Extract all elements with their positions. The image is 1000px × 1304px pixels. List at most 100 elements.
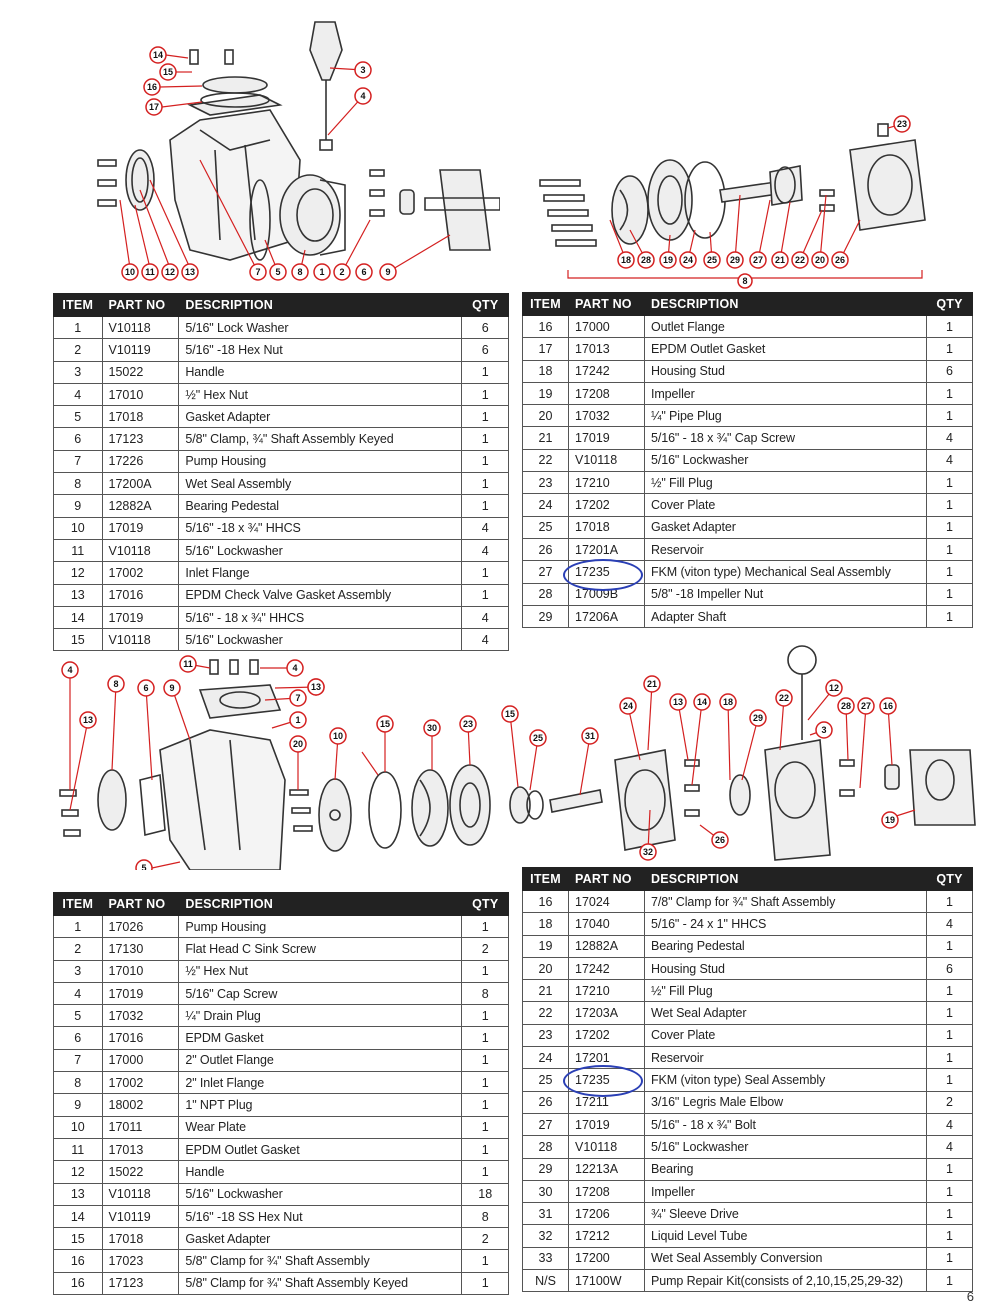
cell-description: 5/16" - 24 x 1" HHCS bbox=[644, 912, 927, 936]
callout-bubble: 15 bbox=[159, 63, 177, 81]
cell-qty: 4 bbox=[926, 426, 973, 450]
cell-part-no: 17200 bbox=[568, 1246, 645, 1271]
cell-qty: 1 bbox=[461, 427, 509, 451]
callout-bubble: 10 bbox=[329, 727, 347, 745]
cell-part-no: 17040 bbox=[568, 912, 645, 936]
cell-qty: 1 bbox=[926, 560, 973, 584]
callout-bubble: 16 bbox=[879, 697, 897, 715]
cell-item: 33 bbox=[522, 1246, 569, 1271]
cell-description: Bearing Pedestal bbox=[644, 934, 927, 958]
cell-part-no: V10118 bbox=[101, 1182, 180, 1206]
cell-item: 8 bbox=[53, 472, 103, 496]
cell-item: 17 bbox=[522, 337, 569, 361]
callout-bubble: 4 bbox=[286, 659, 304, 677]
cell-qty: 6 bbox=[926, 359, 973, 383]
cell-qty: 1 bbox=[461, 449, 509, 474]
cell-description: 5/16" Lockwasher bbox=[644, 448, 927, 473]
cell-description: Inlet Flange bbox=[178, 561, 463, 585]
cell-description: Housing Stud bbox=[644, 359, 927, 383]
callout-label: 14 bbox=[697, 697, 707, 707]
cell-item: 32 bbox=[522, 1224, 569, 1248]
callout-label: 13 bbox=[185, 267, 195, 277]
callout-label: 17 bbox=[149, 102, 159, 112]
cell-description: Wet Seal Adapter bbox=[644, 1001, 927, 1025]
cell-description: 7/8" Clamp for ¾" Shaft Assembly bbox=[644, 889, 927, 914]
cell-item: 25 bbox=[522, 515, 569, 539]
callout-label: 18 bbox=[621, 255, 631, 265]
cell-part-no: 17016 bbox=[101, 583, 180, 607]
cell-qty: 1 bbox=[461, 1071, 509, 1095]
callout-bubble: 24 bbox=[679, 251, 697, 269]
header-part-no: PART NO bbox=[101, 892, 180, 916]
callout-label: 4 bbox=[67, 665, 72, 675]
header-description: DESCRIPTION bbox=[178, 892, 463, 916]
cell-item: 19 bbox=[522, 934, 569, 958]
cell-description: FKM (viton type) Seal Assembly bbox=[644, 1068, 927, 1092]
cell-item: 11 bbox=[53, 538, 103, 563]
callout-label: 25 bbox=[533, 733, 543, 743]
callout-label: 32 bbox=[643, 847, 653, 857]
header-part-no: PART NO bbox=[568, 867, 645, 891]
cell-part-no: 17002 bbox=[101, 1071, 180, 1095]
cell-description: 5/16" Cap Screw bbox=[178, 981, 463, 1006]
callout-bubble: 21 bbox=[643, 675, 661, 693]
cell-qty: 1 bbox=[461, 494, 509, 518]
callout-label: 26 bbox=[715, 835, 725, 845]
cell-qty: 1 bbox=[926, 515, 973, 539]
cell-qty: 1 bbox=[461, 561, 509, 585]
cell-qty: 1 bbox=[926, 537, 973, 562]
callout-label: 16 bbox=[147, 82, 157, 92]
cell-item: 13 bbox=[53, 583, 103, 607]
cell-item: 2 bbox=[53, 338, 103, 362]
callout-bubble: 10 bbox=[121, 263, 139, 281]
cell-part-no: 17019 bbox=[101, 605, 180, 630]
cell-item: 18 bbox=[522, 912, 569, 936]
cell-description: EPDM Gasket bbox=[178, 1026, 463, 1050]
cell-part-no: 17202 bbox=[568, 1023, 645, 1048]
cell-qty: 2 bbox=[461, 1227, 509, 1251]
cell-qty: 6 bbox=[926, 956, 973, 981]
callout-label: 29 bbox=[753, 713, 763, 723]
cell-qty: 1 bbox=[926, 1001, 973, 1025]
callout-label: 7 bbox=[295, 693, 300, 703]
cell-part-no: 17016 bbox=[101, 1026, 180, 1050]
cell-part-no: V10118 bbox=[101, 538, 180, 563]
cell-item: 3 bbox=[53, 959, 103, 983]
callout-bubble: 7 bbox=[289, 689, 307, 707]
cell-part-no: 17206A bbox=[568, 604, 645, 629]
cell-qty: 1 bbox=[926, 979, 973, 1003]
cell-qty: 1 bbox=[461, 1249, 509, 1273]
cell-part-no: 15022 bbox=[101, 360, 180, 384]
cell-qty: 4 bbox=[461, 628, 509, 652]
cell-qty: 1 bbox=[926, 404, 973, 428]
callout-label: 22 bbox=[779, 693, 789, 703]
cell-item: 11 bbox=[53, 1137, 103, 1162]
header-description: DESCRIPTION bbox=[644, 867, 927, 891]
cell-description: 5/16" Lockwasher bbox=[644, 1135, 927, 1159]
cell-description: 2" Inlet Flange bbox=[178, 1071, 463, 1095]
cell-part-no: 17010 bbox=[101, 382, 180, 407]
callout-bubble: 12 bbox=[825, 679, 843, 697]
cell-part-no: 17100W bbox=[568, 1269, 645, 1293]
callout-label: 26 bbox=[835, 255, 845, 265]
callout-bubble: 29 bbox=[726, 251, 744, 269]
cell-part-no: 17000 bbox=[101, 1048, 180, 1073]
callout-bubble: 7 bbox=[249, 263, 267, 281]
callout-bubble: 8 bbox=[737, 273, 753, 289]
callout-label: 3 bbox=[360, 65, 365, 75]
callout-label: 15 bbox=[380, 719, 390, 729]
cell-item: 31 bbox=[522, 1202, 569, 1226]
callout-bubble: 14 bbox=[149, 46, 167, 64]
